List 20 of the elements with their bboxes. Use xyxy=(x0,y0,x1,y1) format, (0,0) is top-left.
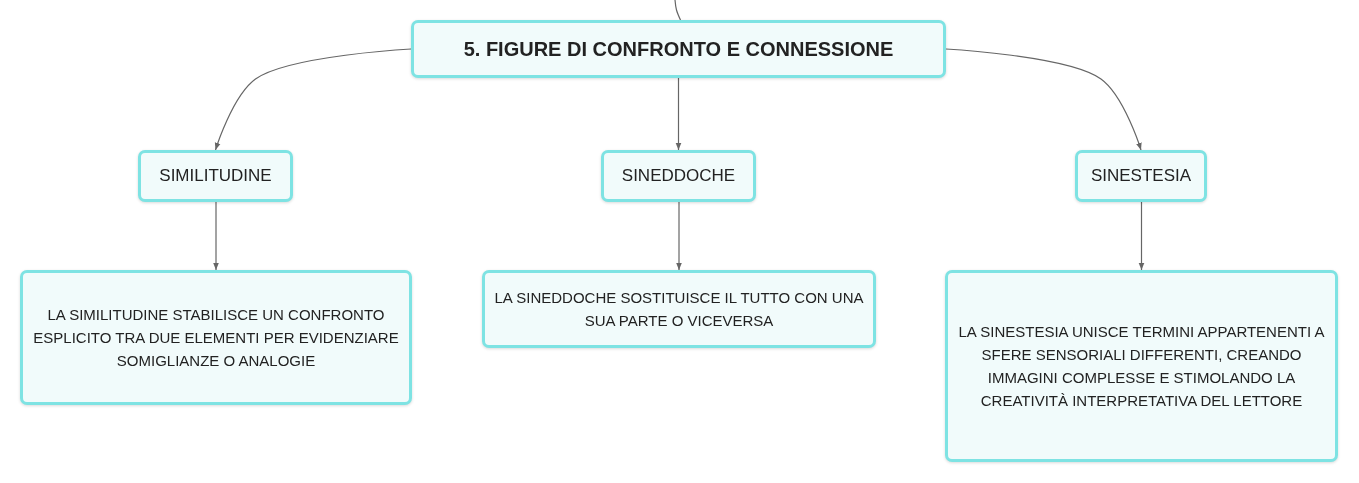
description-box xyxy=(20,270,412,405)
connector-arrow xyxy=(1138,201,1145,271)
connector-arrow xyxy=(214,48,412,151)
description-text: LA SINESTESIA UNISCE TERMINI APPARTENENTI A SFERE SENSORIALI DIFFERENTI, CREANDO IMMAGINI COMPLESSE E STIMOLANDO LA CREATIVITÀ INTERPRETATIVA DEL LETTORE xyxy=(957,321,1326,412)
connector-arrow xyxy=(945,48,1142,151)
description-text: LA SIMILITUDINE STABILISCE UN CONFRONTO ESPLICITO TRA DUE ELEMENTI PER EVIDENZIARE SOMIGLIANZE O ANALOGIE xyxy=(32,304,400,372)
subtopic-box xyxy=(138,150,293,202)
subtopic-box xyxy=(1075,150,1207,202)
connector-arrow xyxy=(675,77,682,151)
subtopic-label: SINESTESIA xyxy=(1090,166,1192,186)
subtopic-label: SINEDDOCHE xyxy=(621,166,736,186)
connector-arrow xyxy=(213,201,219,271)
connector-arrow xyxy=(676,201,682,271)
subtopic-box xyxy=(601,150,756,202)
subtopic-label: SIMILITUDINE xyxy=(159,166,272,186)
description-text: LA SINEDDOCHE SOSTITUISCE IL TUTTO CON UNA SUA PARTE O VICEVERSA xyxy=(493,287,865,331)
topic-box xyxy=(411,20,946,78)
description-box xyxy=(945,270,1338,462)
topic-title: 5. FIGURE DI CONFRONTO E CONNESSIONE xyxy=(463,37,894,61)
description-box xyxy=(482,270,876,348)
